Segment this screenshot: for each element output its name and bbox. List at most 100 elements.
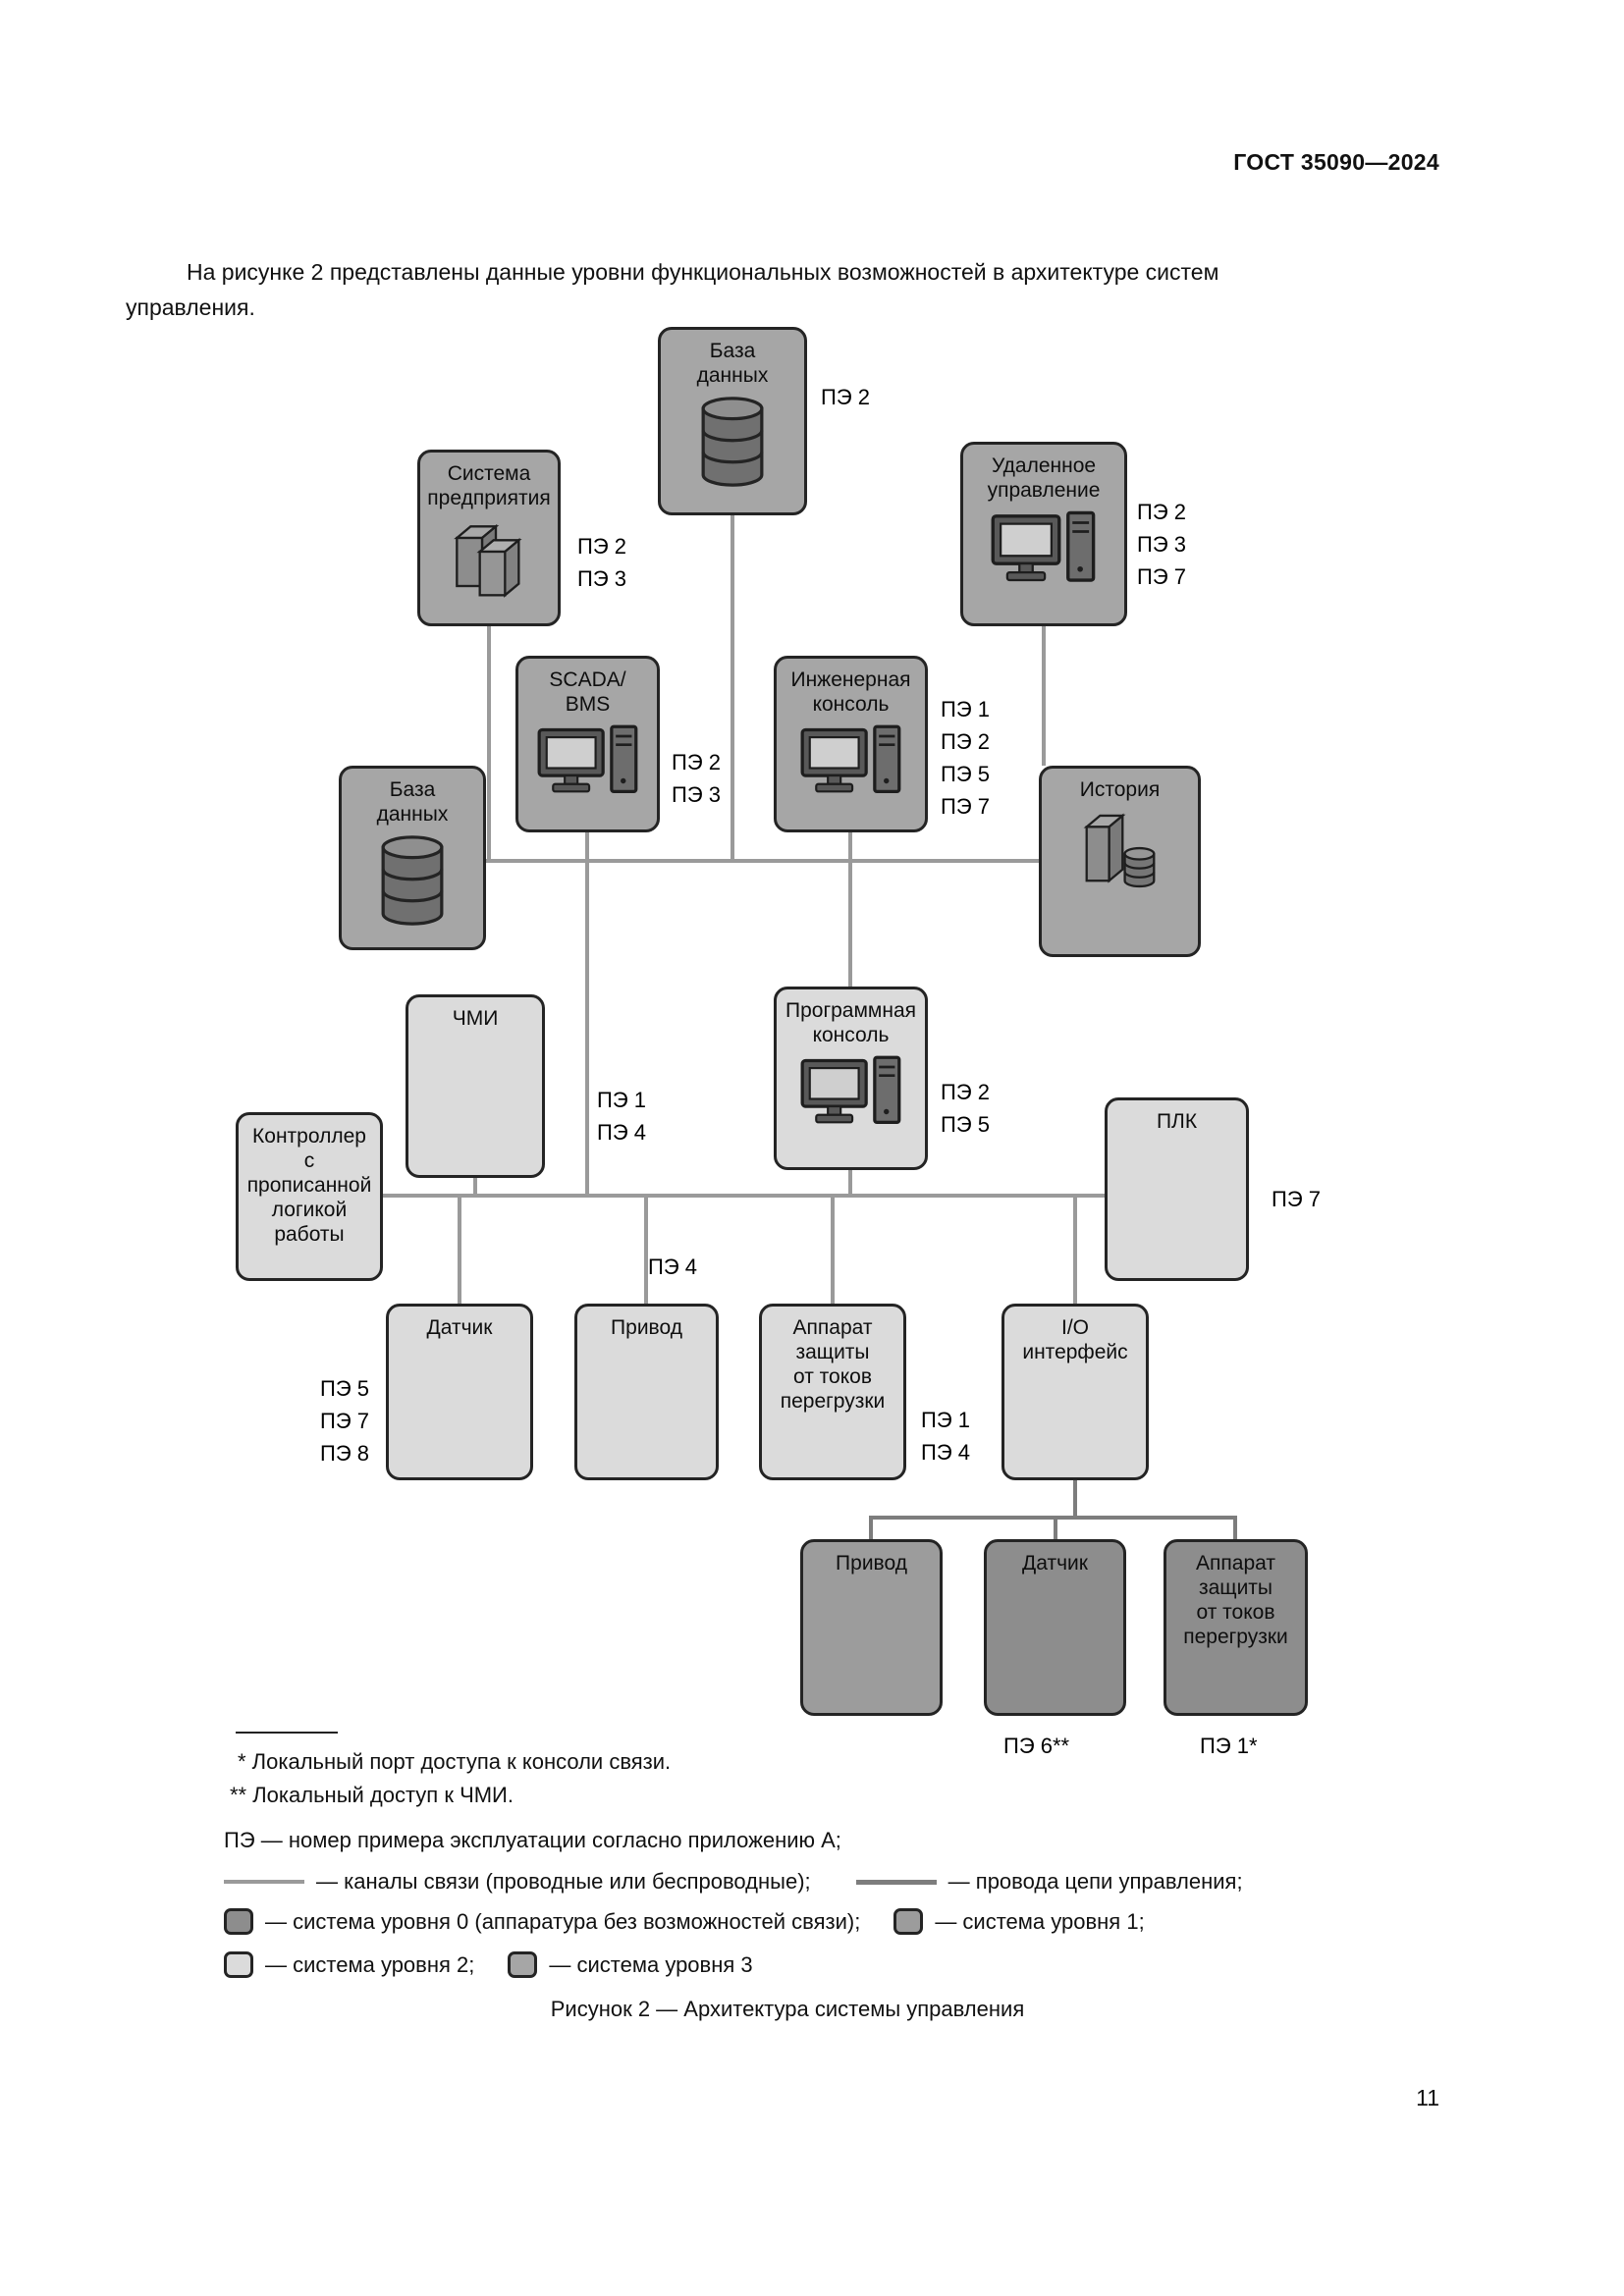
node-database-top: База данных xyxy=(658,327,807,515)
connector-bus2-io xyxy=(1073,1196,1077,1304)
node-history: История xyxy=(1039,766,1201,957)
connector-scada-bus1 xyxy=(585,832,589,861)
bus-level3 xyxy=(486,859,1042,863)
node-hardwired-controller: Контроллер с прописанной логикой работы xyxy=(236,1112,383,1281)
figure-caption: Рисунок 2 — Архитектура системы управлен… xyxy=(550,1997,1025,2021)
node-title: ПЛК xyxy=(1156,1110,1198,1133)
legend-row-levels-2-3: — система уровня 2; — система уровня 3 xyxy=(224,1951,753,1978)
node-overcurrent-protection-field: Аппарат защиты от токов перегрузки xyxy=(1164,1539,1308,1716)
page-number: 11 xyxy=(1416,2085,1439,2110)
node-sensor-field: Датчик xyxy=(984,1539,1126,1716)
history-archive-icon xyxy=(1083,813,1155,888)
connector-bus1-swconsole xyxy=(848,861,852,987)
level0-swatch xyxy=(224,1908,253,1935)
workstation-icon xyxy=(537,724,637,793)
bus-level2 xyxy=(383,1194,1105,1198)
connector-engconsole-bus1 xyxy=(848,832,852,861)
node-enterprise-system: Система предприятия xyxy=(417,450,561,626)
pe-label-sensor: ПЭ 5 ПЭ 7 ПЭ 8 xyxy=(320,1376,369,1466)
connector-bus1-bus2 xyxy=(585,861,589,1196)
server-stack-icon xyxy=(454,523,522,598)
legend-level1-label: — система уровня 1; xyxy=(935,1908,1145,1934)
connector-bus3-drive-field xyxy=(869,1518,873,1539)
node-overcurrent-protection: Аппарат защиты от токов перегрузки xyxy=(759,1304,906,1480)
node-title: ЧМИ xyxy=(452,1007,499,1030)
connector-bus2-protection xyxy=(831,1196,835,1304)
control-line-sample xyxy=(855,1879,937,1885)
workstation-icon xyxy=(800,724,900,793)
pe-label-protection-field: ПЭ 1* xyxy=(1200,1734,1258,1758)
pe-label-sensor-field: ПЭ 6** xyxy=(1003,1734,1070,1758)
database-icon xyxy=(381,835,444,926)
node-title: Аппарат защиты от токов перегрузки xyxy=(780,1316,886,1413)
node-database-left: База данных xyxy=(339,766,486,950)
pe-label-scada: ПЭ 2 ПЭ 3 xyxy=(672,750,721,807)
node-title: База данных xyxy=(696,340,769,387)
pe-definition: ПЭ — номер примера эксплуатации согласно… xyxy=(224,1828,841,1852)
connector-bus3-sensor-field xyxy=(1054,1518,1057,1539)
connector-bus2-drive xyxy=(644,1196,648,1304)
document-code: ГОСТ 35090—2024 xyxy=(1233,149,1439,175)
node-remote-control: Удаленное управление xyxy=(960,442,1127,626)
pe-label-remote: ПЭ 2 ПЭ 3 ПЭ 7 xyxy=(1137,500,1186,589)
intro-paragraph: На рисунке 2 представлены данные уровни … xyxy=(126,254,1449,325)
level3-swatch xyxy=(508,1951,538,1978)
node-title: Контроллер с прописанной логикой работы xyxy=(246,1125,372,1246)
legend-row-line-types: — каналы связи (проводные или беспроводн… xyxy=(224,1869,1243,1895)
connector-dbtop-bus1 xyxy=(731,515,734,861)
node-title: I/O интерфейс xyxy=(1022,1316,1128,1363)
node-title: Датчик xyxy=(426,1316,493,1339)
node-scada-bms: SCADA/ BMS xyxy=(515,656,660,832)
footnote-star: * Локальный порт доступа к консоли связи… xyxy=(238,1749,672,1774)
legend-row-levels-0-1: — система уровня 0 (аппаратура без возмо… xyxy=(224,1908,1145,1935)
intro-line-2: управления. xyxy=(126,294,255,320)
footnote-rule xyxy=(236,1732,338,1734)
node-title: База данных xyxy=(376,778,449,826)
pe-label-eng-console: ПЭ 1 ПЭ 2 ПЭ 5 ПЭ 7 xyxy=(941,697,990,819)
node-title: Привод xyxy=(611,1316,682,1339)
node-title: Удаленное управление xyxy=(987,454,1101,502)
connector-io-bus3 xyxy=(1073,1480,1077,1518)
node-sensor: Датчик xyxy=(386,1304,533,1480)
bus-field xyxy=(869,1516,1237,1520)
node-title: Привод xyxy=(836,1552,907,1575)
node-hmi: ЧМИ xyxy=(406,994,545,1178)
level1-swatch xyxy=(893,1908,924,1935)
connector-bus3-protection-field xyxy=(1233,1518,1237,1539)
node-io-interface: I/O интерфейс xyxy=(1001,1304,1149,1480)
pe-label-db-top: ПЭ 2 xyxy=(821,385,870,409)
pe-label-sw-console: ПЭ 2 ПЭ 5 xyxy=(941,1080,990,1137)
pe-label-hmi: ПЭ 1 ПЭ 4 xyxy=(597,1088,646,1145)
level2-swatch xyxy=(224,1951,253,1978)
node-drive-field: Привод xyxy=(800,1539,943,1716)
comm-line-sample xyxy=(224,1880,304,1884)
legend-level2-label: — система уровня 2; xyxy=(265,1951,475,1977)
legend-control-label: — провода цепи управления; xyxy=(947,1869,1243,1894)
connector-swconsole-bus2 xyxy=(848,1170,852,1196)
node-plc: ПЛК xyxy=(1105,1097,1249,1281)
pe-label-plc: ПЭ 7 xyxy=(1272,1187,1321,1211)
legend-level3-label: — система уровня 3 xyxy=(549,1951,753,1977)
connector-hmi-bus2 xyxy=(473,1178,477,1196)
database-icon xyxy=(701,397,764,487)
connector-enterprise-bus1 xyxy=(487,626,491,861)
node-software-console: Программная консоль xyxy=(774,987,928,1170)
footnote-double-star: ** Локальный доступ к ЧМИ. xyxy=(230,1783,514,1807)
intro-line-1: На рисунке 2 представлены данные уровни … xyxy=(187,259,1219,285)
pe-label-enterprise: ПЭ 2 ПЭ 3 xyxy=(577,534,626,591)
node-title: Система предприятия xyxy=(427,462,551,509)
connector-bus2-sensor xyxy=(458,1196,461,1304)
node-title: Инженерная консоль xyxy=(790,668,911,716)
node-engineering-console: Инженерная консоль xyxy=(774,656,928,832)
workstation-icon xyxy=(991,510,1096,582)
workstation-icon xyxy=(800,1055,900,1124)
connector-remote-history xyxy=(1042,626,1046,766)
node-title: SCADA/ BMS xyxy=(549,668,626,716)
pe-label-drive: ПЭ 4 xyxy=(648,1255,697,1279)
node-title: Аппарат защиты от токов перегрузки xyxy=(1183,1552,1288,1648)
node-title: Датчик xyxy=(1022,1552,1088,1575)
legend-comm-label: — каналы связи (проводные или беспроводн… xyxy=(316,1869,811,1894)
node-drive: Привод xyxy=(574,1304,719,1480)
node-title: Программная консоль xyxy=(785,999,916,1046)
